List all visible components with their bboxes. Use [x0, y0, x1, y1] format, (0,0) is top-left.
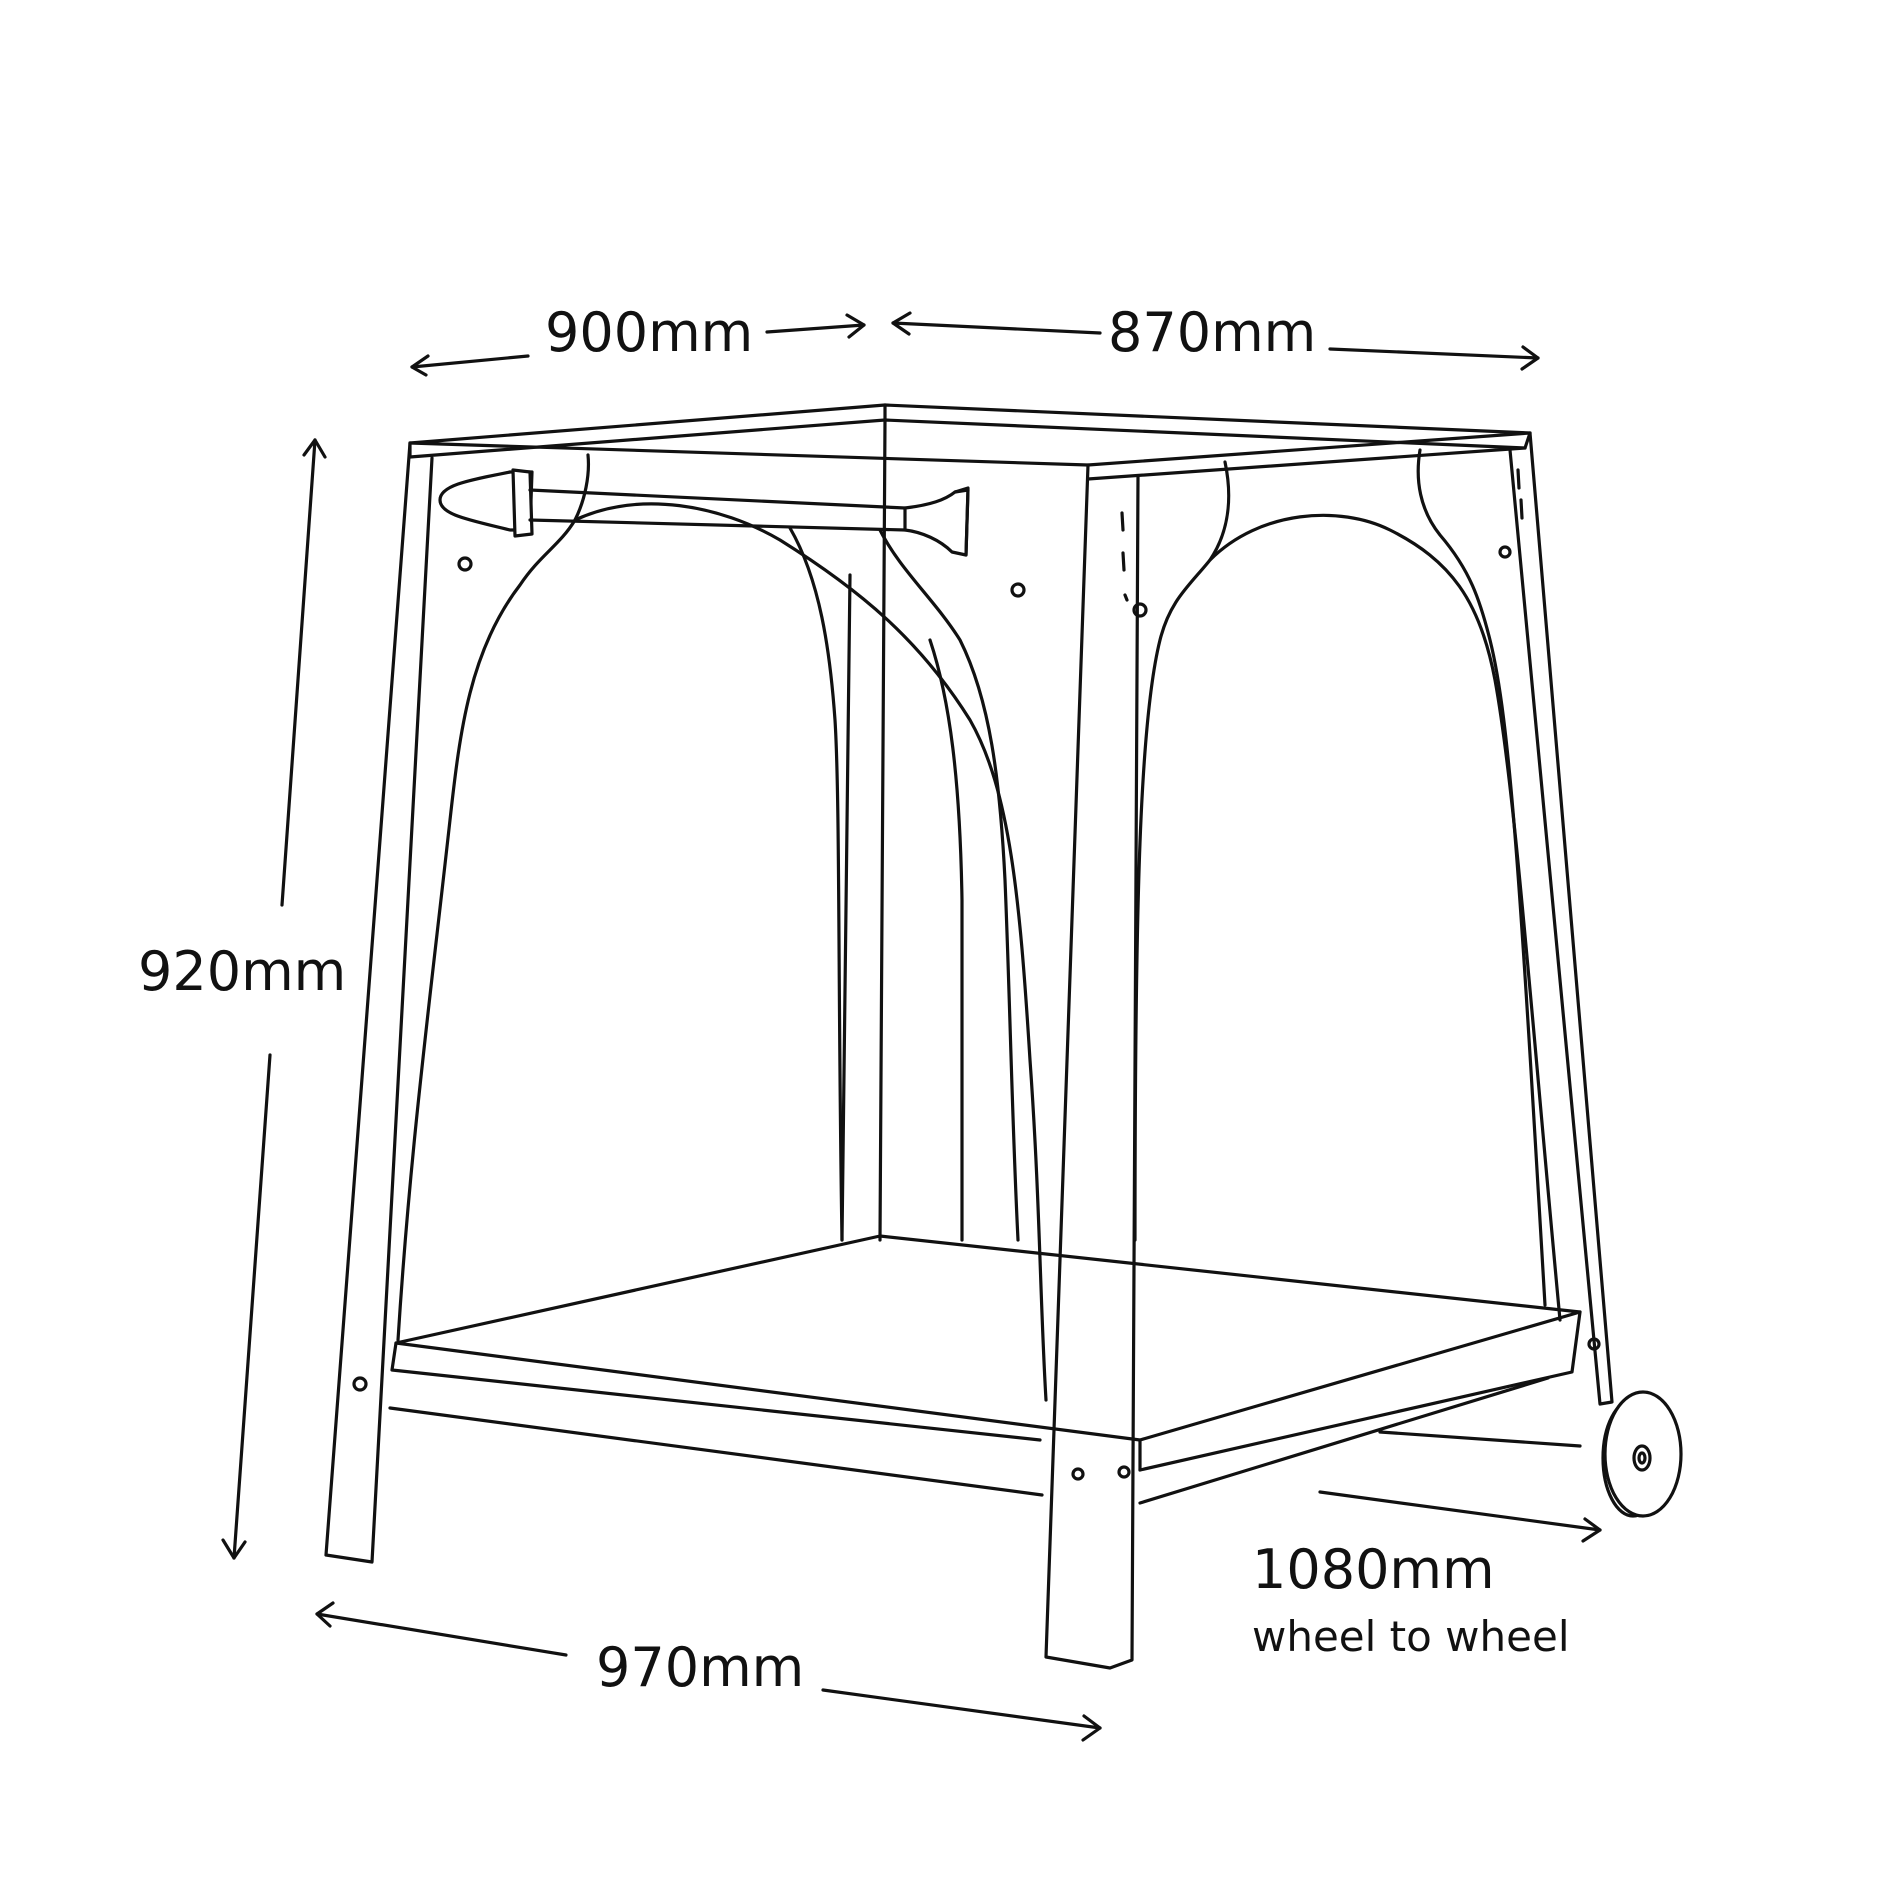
wheel-span-dimension-label: 1080mm	[1252, 1538, 1495, 1601]
dimension-arrow-height	[221, 438, 327, 1560]
depth-dimension-label: 870mm	[1108, 301, 1317, 364]
base-dimension-label: 970mm	[596, 1636, 805, 1699]
wheel	[1601, 1390, 1683, 1518]
front-left-leg	[324, 441, 434, 1564]
wheel-span-note: wheel to wheel	[1252, 1612, 1570, 1661]
bottom-shelf	[388, 1234, 1582, 1505]
back-left-leg	[840, 418, 887, 1242]
handle-bar	[438, 468, 970, 557]
top-frame	[408, 403, 1532, 481]
back-right-leg	[1508, 431, 1614, 1406]
width-dimension-label: 900mm	[545, 301, 754, 364]
side-arch-panel	[1123, 448, 1562, 1322]
bolt-holes	[352, 468, 1601, 1481]
dimension-arrow-wheel-span	[1318, 1490, 1602, 1543]
dimension-arrow-width-left	[410, 313, 866, 377]
front-corner-leg	[1044, 463, 1140, 1670]
height-dimension-label: 920mm	[138, 940, 347, 1003]
front-arch-panel	[396, 453, 1048, 1402]
dimension-arrow-depth-right	[891, 311, 1540, 371]
dimension-arrow-base	[315, 1601, 1102, 1742]
